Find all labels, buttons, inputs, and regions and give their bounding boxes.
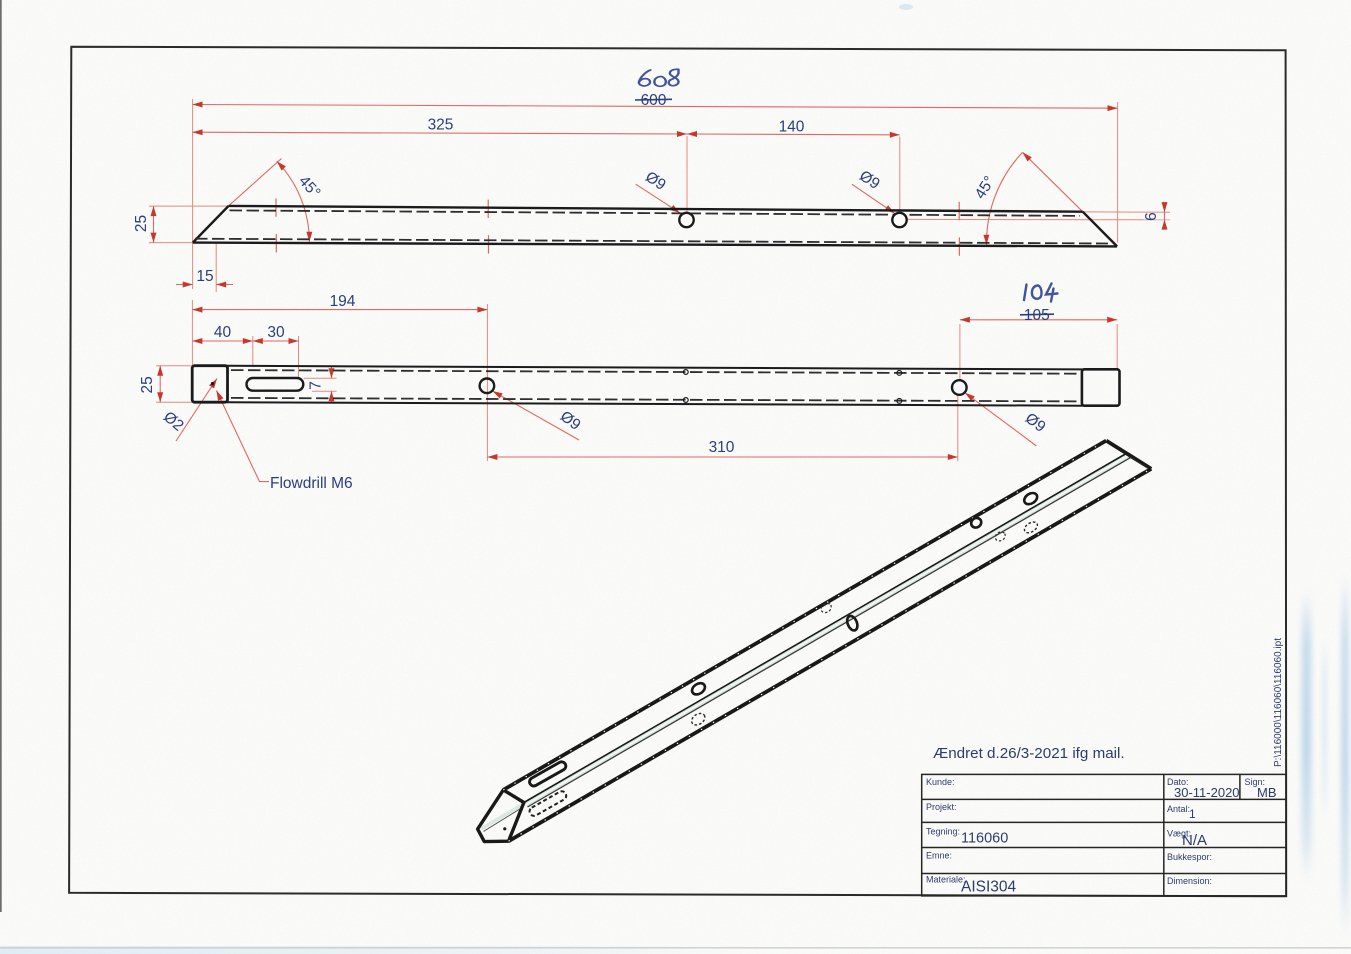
svg-text:310: 310 bbox=[709, 439, 735, 456]
svg-text:30-11-2020: 30-11-2020 bbox=[1174, 785, 1240, 800]
svg-text:600: 600 bbox=[641, 92, 667, 109]
svg-text:Materiale:: Materiale: bbox=[926, 875, 966, 885]
svg-text:1: 1 bbox=[1189, 807, 1196, 821]
svg-text:6: 6 bbox=[1143, 212, 1160, 221]
svg-text:Dato:: Dato: bbox=[1167, 777, 1189, 787]
svg-text:140: 140 bbox=[779, 119, 805, 136]
svg-text:30: 30 bbox=[267, 324, 285, 341]
svg-text:P:\116000\116060\116060.ipt: P:\116000\116060\116060.ipt bbox=[1273, 638, 1284, 767]
svg-text:AISI304: AISI304 bbox=[961, 879, 1017, 896]
svg-text:Tegning:: Tegning: bbox=[926, 827, 960, 837]
svg-text:7: 7 bbox=[308, 381, 325, 390]
svg-text:Sign:: Sign: bbox=[1245, 777, 1266, 787]
svg-text:25: 25 bbox=[139, 376, 156, 393]
svg-text:Dimension:: Dimension: bbox=[1167, 876, 1212, 886]
svg-text:194: 194 bbox=[330, 293, 356, 310]
svg-text:Antal:: Antal: bbox=[1167, 804, 1190, 814]
svg-text:116060: 116060 bbox=[961, 831, 1008, 847]
svg-text:Emne:: Emne: bbox=[926, 851, 952, 861]
svg-text:Flowdrill M6: Flowdrill M6 bbox=[270, 475, 353, 492]
svg-text:325: 325 bbox=[428, 117, 454, 134]
svg-text:15: 15 bbox=[196, 268, 213, 285]
svg-text:Bukkespor:: Bukkespor: bbox=[1167, 852, 1212, 862]
svg-text:Ændret d.26/3-2021 ifg mail.: Ændret d.26/3-2021 ifg mail. bbox=[933, 745, 1125, 762]
svg-text:Projekt:: Projekt: bbox=[926, 802, 957, 812]
svg-text:105: 105 bbox=[1024, 307, 1050, 324]
svg-text:25: 25 bbox=[133, 215, 150, 232]
svg-text:Vægt:: Vægt: bbox=[1167, 829, 1191, 839]
svg-text:40: 40 bbox=[214, 324, 232, 341]
svg-text:MB: MB bbox=[1257, 785, 1277, 800]
svg-text:Kunde:: Kunde: bbox=[926, 777, 955, 787]
svg-text:N/A: N/A bbox=[1182, 832, 1207, 849]
